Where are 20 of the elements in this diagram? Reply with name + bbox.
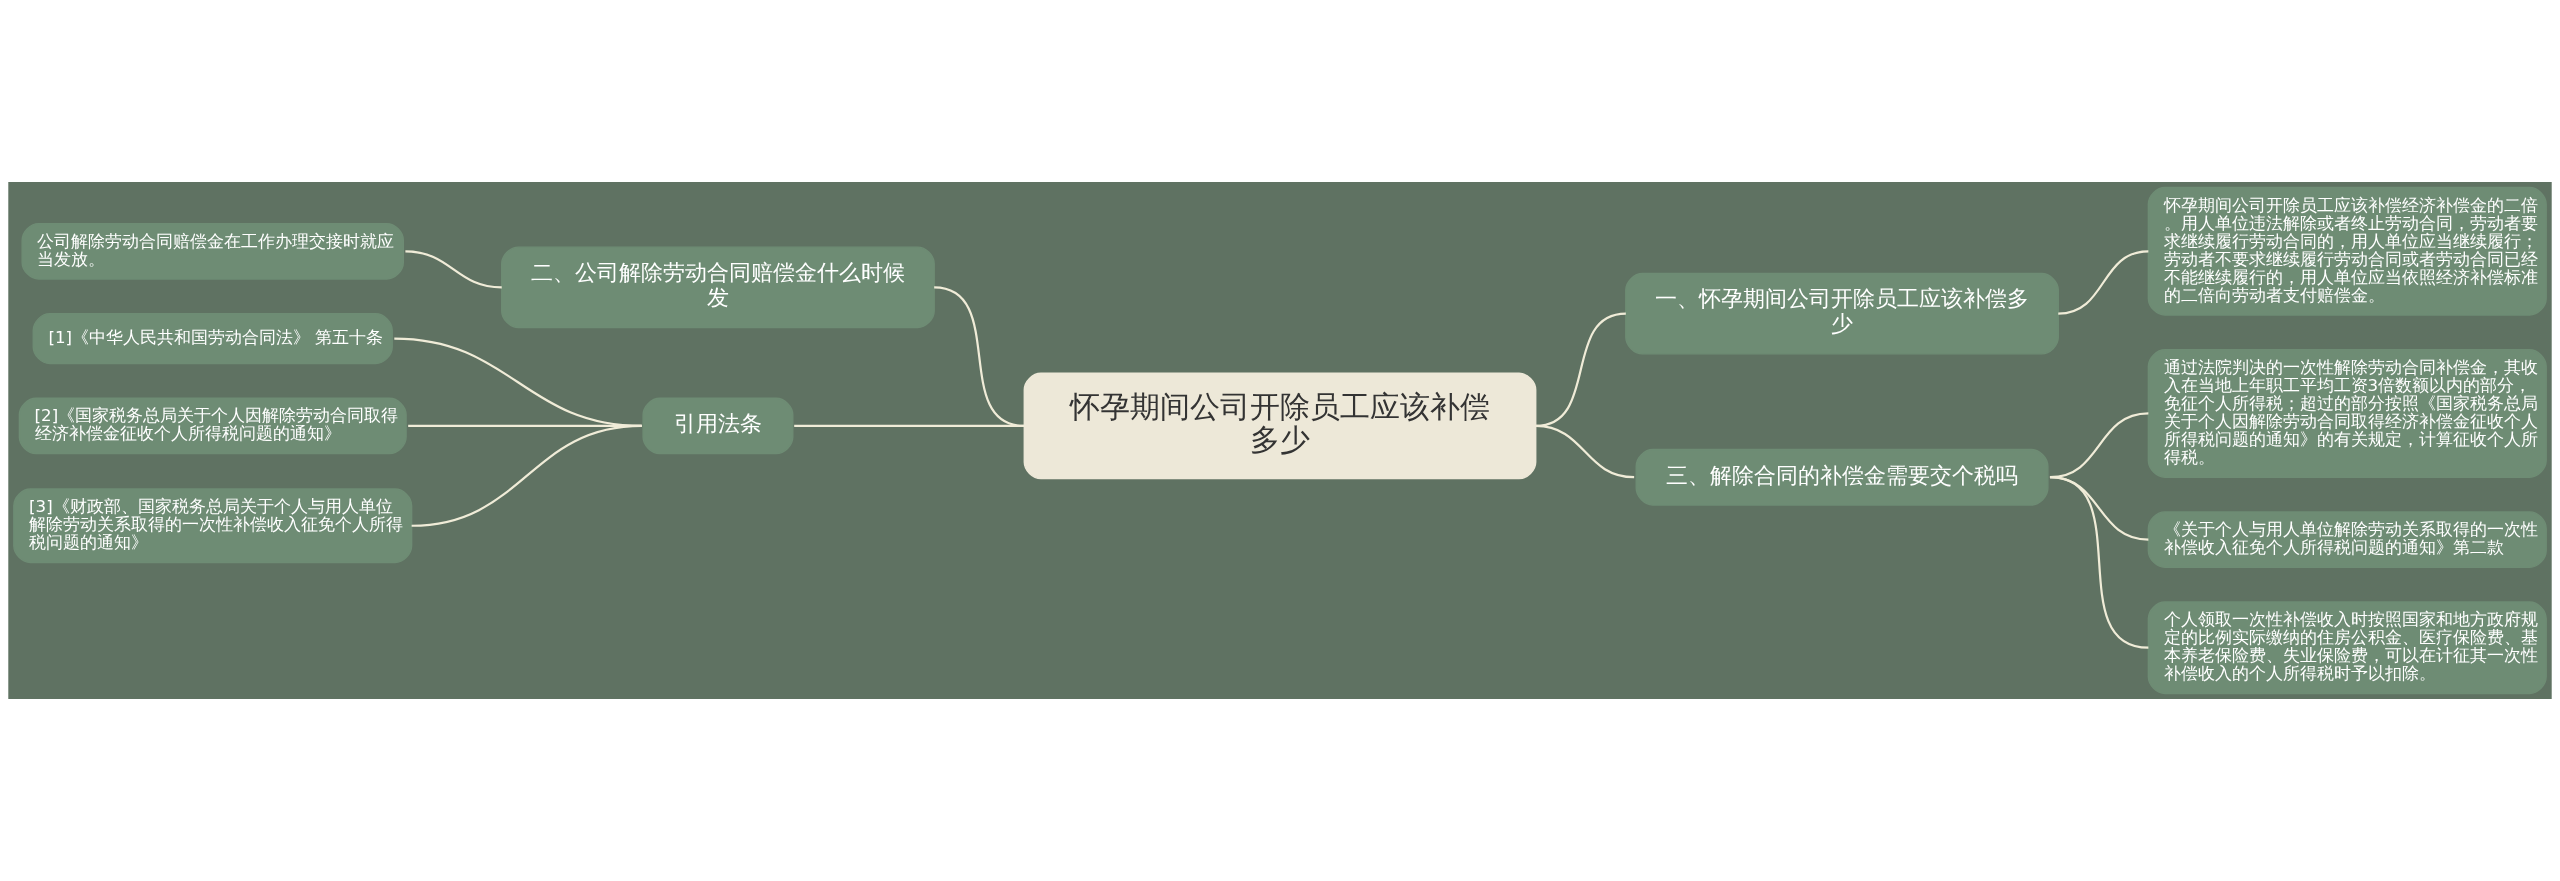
connector <box>794 424 1025 428</box>
node-box: 三、解除合同的补偿金需要交个税吗 <box>1635 448 2049 506</box>
node-box: 《关于个人与用人单位解除劳动关系取得的一次性补偿收入征免个人所得税问题的通知》第二款 <box>2147 511 2547 568</box>
node-box: 一、怀孕期间公司开除员工应该补偿多少 <box>1625 272 2059 355</box>
node-box: 怀孕期间公司开除员工应该补偿经济补偿金的二倍。用人单位违法解除或者终止劳动合同，劳动者要求继续履行劳动合同的，用人单位应当继续履行；劳动者不要求继续履行劳动合同或者劳动合同已经不能继续履行的，用人单位应当依照经济补偿标准的二倍向劳动者支付赔偿金。 <box>2147 186 2547 316</box>
connector <box>411 424 642 527</box>
connector <box>2049 476 2149 541</box>
connector <box>405 250 502 289</box>
connector <box>2049 476 2149 649</box>
node-box: 怀孕期间公司开除员工应该补偿多少 <box>1023 372 1537 480</box>
node-box: 公司解除劳动合同赔偿金在工作办理交接时就应当发放。 <box>21 222 404 280</box>
connector <box>1535 424 1635 479</box>
node-box: [3]《财政部、国家税务总局关于个人与用人单位解除劳动关系取得的一次性补偿收入征免个人所得税问题的通知》 <box>13 488 413 564</box>
node-box: [2]《国家税务总局关于个人因解除劳动合同取得经济补偿金征收个人所得税问题的通知》 <box>18 397 407 455</box>
node-box: 个人领取一次性补偿收入时按照国家和地方政府规定的比例实际缴纳的住房公积金、医疗保险费、基本养老保险费、失业保险费，可以在计征其一次性补偿收入的个人所得税时予以扣除。 <box>2147 601 2547 695</box>
connector <box>2058 250 2149 315</box>
node-box: 通过法院判决的一次性解除劳动合同补偿金，其收入在当地上年职工平均工资3倍数额以内的部分，免征个人所得税；超过的部分按照《国家税务总局关于个人因解除劳动合同取得经济补偿金征收个人所得税问题的通知》的有关规定，计算征收个人所得税。 <box>2147 349 2547 478</box>
node-box: 二、公司解除劳动合同赔偿金什么时候发 <box>501 246 935 329</box>
node-box: [1]《中华人民共和国劳动合同法》 第五十条 <box>32 313 393 365</box>
node-box: 引用法条 <box>642 397 794 455</box>
